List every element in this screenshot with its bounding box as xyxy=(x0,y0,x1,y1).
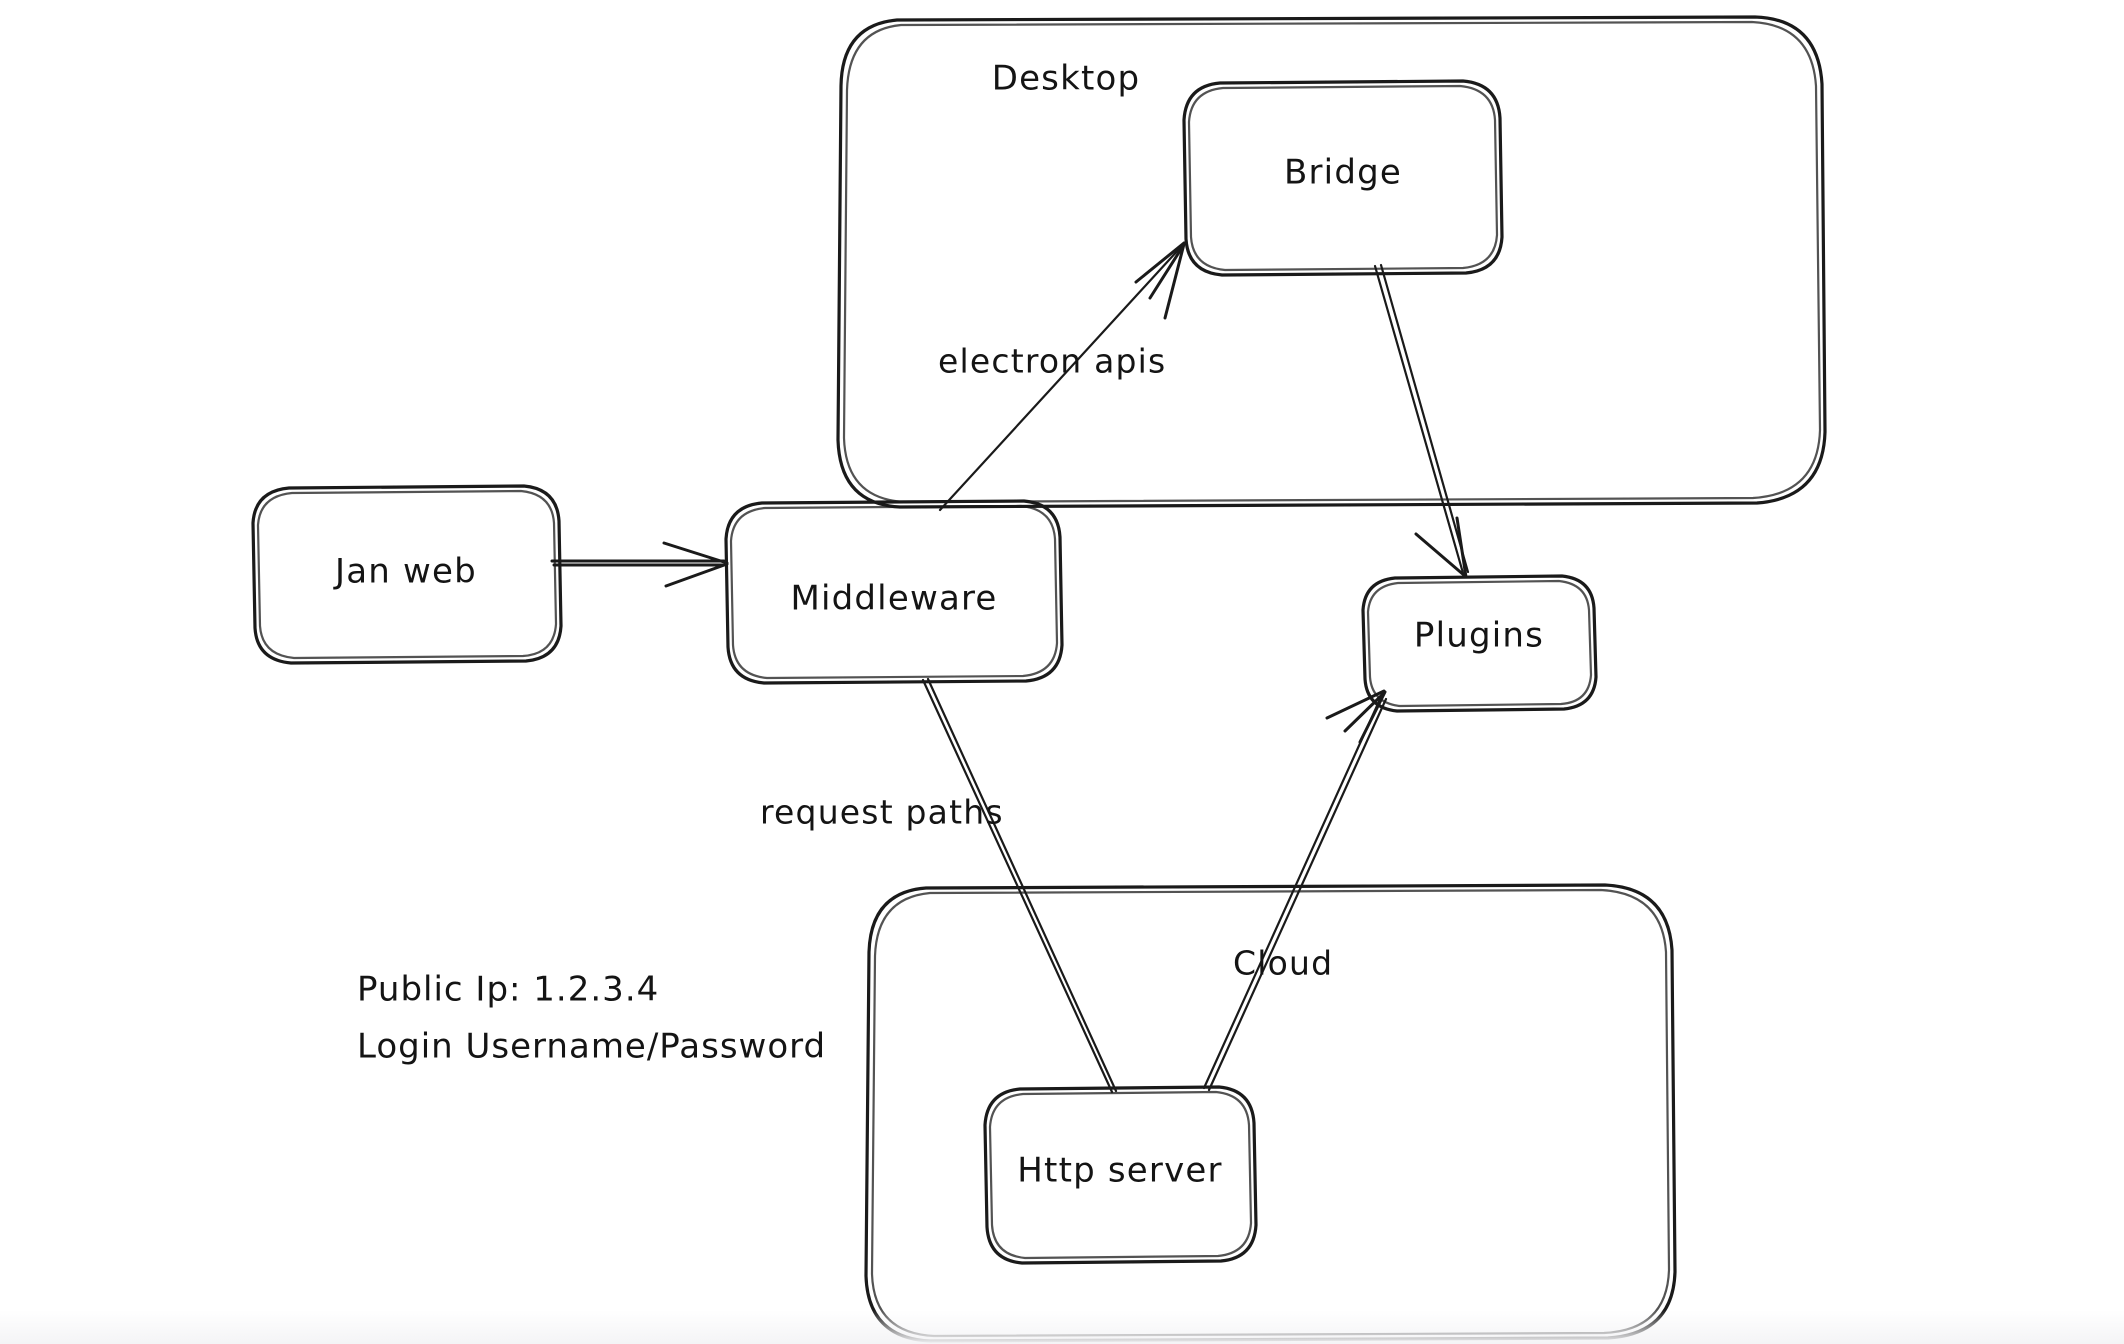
node-middleware[interactable]: Middleware xyxy=(724,499,1064,685)
edge-label-request-paths: request paths xyxy=(760,793,1004,832)
node-plugins[interactable]: Plugins xyxy=(1361,574,1598,713)
edge-jan-web-to-middleware[interactable] xyxy=(550,541,729,588)
note-public-ip: Public Ip: 1.2.3.4 xyxy=(357,970,659,1010)
node-label-middleware: Middleware xyxy=(790,579,997,619)
edge-label-cloud: Cloud xyxy=(1233,944,1333,983)
edge-bridge-to-plugins[interactable] xyxy=(1373,263,1470,579)
edge-label-electron-apis: electron apis xyxy=(938,342,1166,381)
node-label-jan-web: Jan web xyxy=(333,552,477,592)
note-login-credentials: Login Username/Password xyxy=(357,1027,826,1067)
notes-block: Public Ip: 1.2.3.4 Login Username/Passwo… xyxy=(357,970,826,1067)
group-desktop[interactable]: Desktop xyxy=(836,15,1827,509)
edge-middleware-to-http-server[interactable]: request paths xyxy=(760,677,1118,1094)
edge-middleware-to-bridge[interactable]: electron apis xyxy=(938,241,1186,512)
node-label-bridge: Bridge xyxy=(1284,153,1402,193)
node-label-http-server: Http server xyxy=(1017,1151,1222,1191)
edge-http-server-to-plugins[interactable]: Cloud xyxy=(1202,689,1388,1092)
node-jan-web[interactable]: Jan web xyxy=(251,484,563,665)
node-http-server[interactable]: Http server xyxy=(983,1085,1258,1265)
group-label-desktop: Desktop xyxy=(992,59,1141,99)
node-bridge[interactable]: Bridge xyxy=(1182,79,1504,277)
node-label-plugins: Plugins xyxy=(1414,616,1544,656)
